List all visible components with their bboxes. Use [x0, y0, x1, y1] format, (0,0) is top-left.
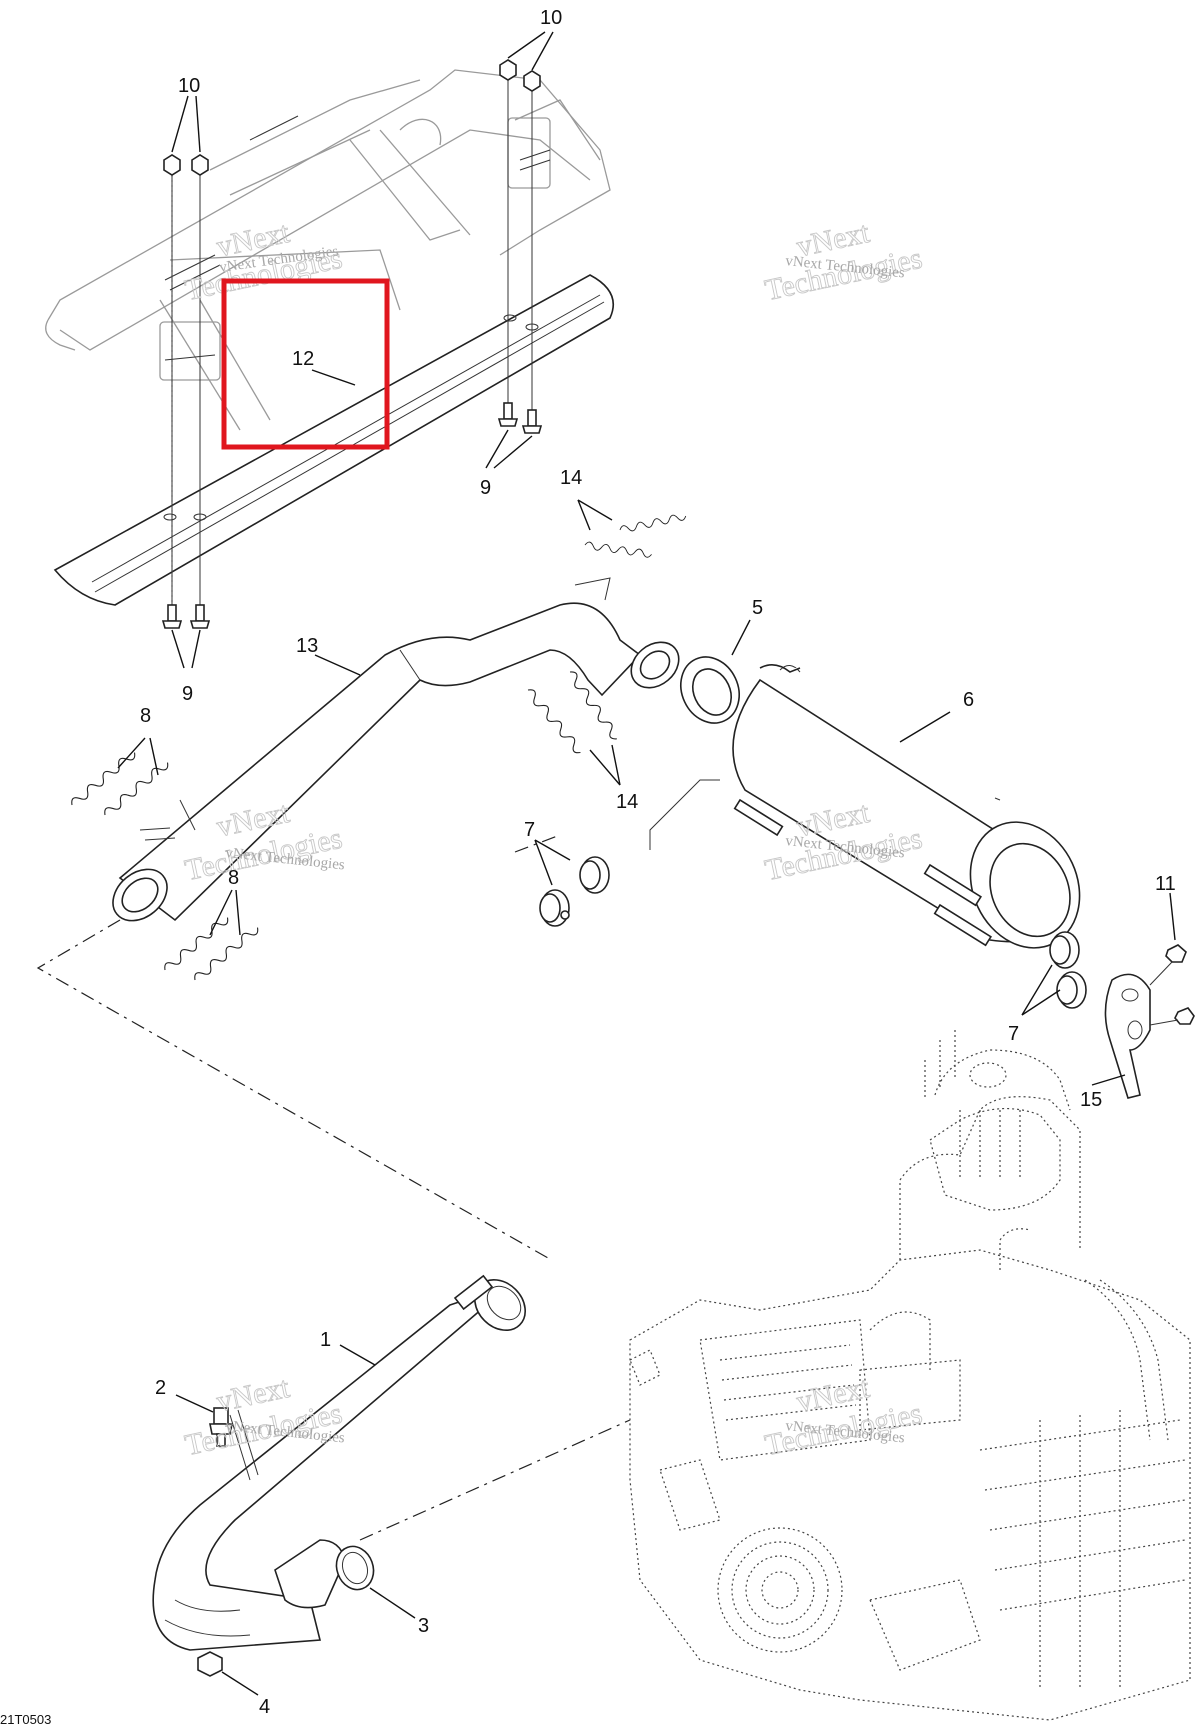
callout-8: 8: [228, 867, 239, 889]
nut-10-left-a: [163, 154, 181, 176]
fastener-group-right: [497, 59, 543, 434]
callout-4: 4: [259, 1696, 270, 1718]
highlight-box: [221, 278, 390, 450]
callout-8: 8: [140, 705, 151, 727]
exhaust-pipe: [152, 1274, 526, 1651]
header-pipe: [112, 577, 680, 922]
nut-10-left-b: [191, 154, 209, 176]
nut-10-right-b: [523, 70, 541, 92]
leader-lines: [117, 31, 1176, 1696]
callout-14: 14: [560, 467, 582, 489]
callout-15: 15: [1080, 1089, 1102, 1111]
nut-10-right-a: [499, 59, 517, 81]
gasket-ring: [335, 1545, 375, 1591]
callout-11: 11: [1155, 873, 1176, 895]
callout-7: 7: [1008, 1023, 1019, 1045]
routing-lines: [36, 834, 631, 1541]
grommets-left: [539, 856, 610, 927]
callout-6: 6: [963, 689, 974, 711]
callout-5: 5: [752, 597, 763, 619]
nut-4: [197, 1651, 223, 1677]
springs-8-lower: [161, 913, 261, 984]
bolt-9-right-b: [521, 409, 543, 434]
callout-10: 10: [178, 75, 200, 97]
callout-1: 1: [320, 1329, 331, 1351]
muffler-bracket: [1104, 973, 1151, 1099]
callout-2: 2: [155, 1377, 166, 1399]
callout-14: 14: [616, 791, 638, 813]
bolt-9-left-a: [161, 604, 183, 629]
callout-3: 3: [418, 1615, 429, 1637]
grommets-right: [1049, 931, 1087, 1009]
bolt-9-left-b: [189, 604, 211, 629]
bolts-11: [1149, 944, 1195, 1026]
muffler: [649, 664, 1081, 949]
watermark: vNext Technologies: [762, 1370, 926, 1462]
bolt-9-right-a: [497, 402, 519, 427]
callout-7: 7: [524, 819, 535, 841]
callout-10: 10: [540, 7, 562, 29]
callout-9: 9: [182, 683, 193, 705]
drawing-code: 21T0503: [0, 1712, 51, 1727]
oxygen-sensor: [209, 1407, 233, 1447]
watermark-group: vNext Technologies vNext Technologies vN…: [182, 215, 926, 1462]
callout-12: 12: [292, 348, 314, 370]
callout-13: 13: [296, 635, 318, 657]
springs-14-upper: [584, 512, 687, 559]
heat-shield: [53, 274, 615, 606]
watermark: vNext Technologies: [762, 215, 926, 307]
fastener-group-left: [161, 154, 211, 629]
engine: [629, 1030, 1191, 1721]
callout-9: 9: [480, 477, 491, 499]
callouts: 10 10 12 9 9 14 5 13 6 8 14 7 8 11 7 15 …: [140, 7, 1176, 1718]
seal-ring: [680, 656, 740, 724]
